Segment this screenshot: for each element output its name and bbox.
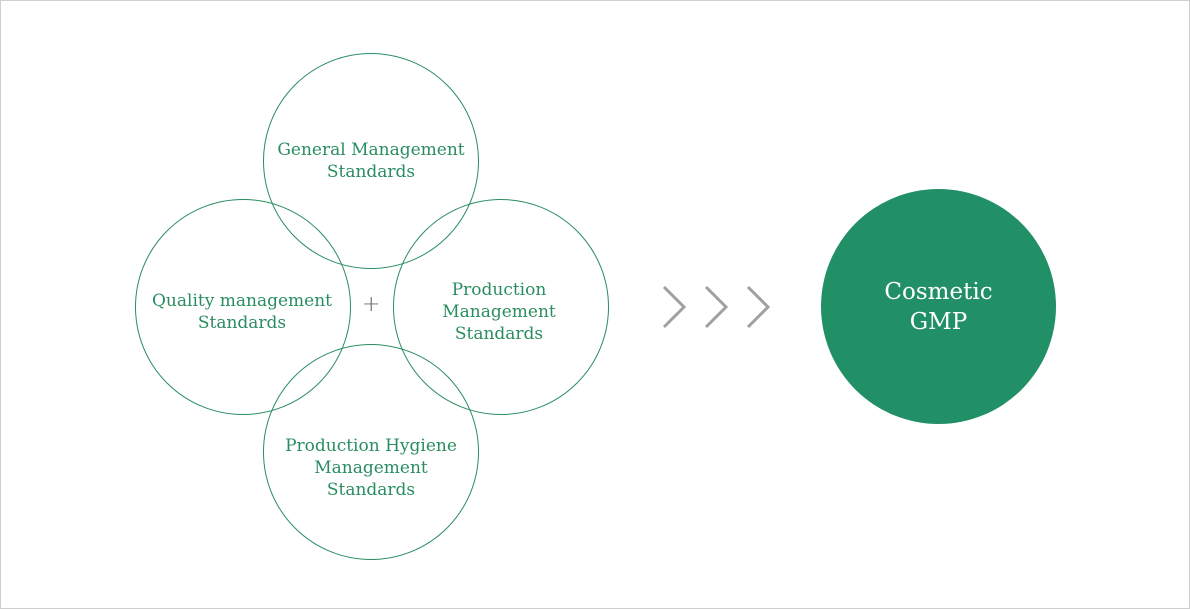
plus-operator: + <box>362 292 381 317</box>
production-management-circle <box>393 199 609 415</box>
chevron-right-icon <box>746 285 771 329</box>
production-management-label: Production Management Standards <box>442 280 556 344</box>
general-management-label: General Management Standards <box>277 140 465 182</box>
production-hygiene-label: Production Hygiene Management Standards <box>285 436 457 500</box>
cosmetic-gmp-label: Cosmetic GMP <box>884 279 993 335</box>
production-hygiene-circle <box>263 344 479 560</box>
general-management-circle <box>263 53 479 269</box>
chevron-arrows <box>662 285 771 329</box>
quality-management-label: Quality management Standards <box>152 291 332 333</box>
cosmetic-gmp-circle <box>821 189 1056 424</box>
chevron-right-icon <box>704 285 729 329</box>
quality-management-circle <box>135 199 351 415</box>
chevron-right-icon <box>662 285 687 329</box>
